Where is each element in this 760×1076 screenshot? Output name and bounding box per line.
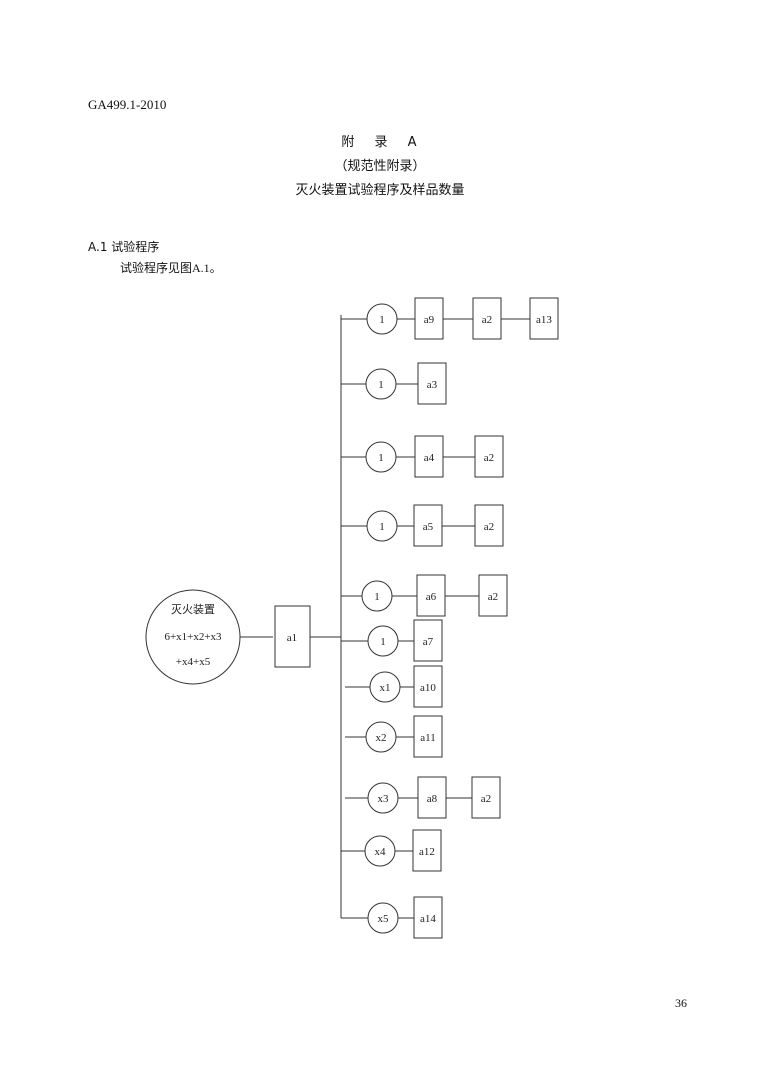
sample-count-label: x1 [380,682,391,694]
test-step-box [413,715,443,758]
test-step-label: a4 [424,452,435,464]
test-step-label: a10 [420,682,436,694]
test-step-box [474,435,504,478]
test-step-box [413,896,443,939]
test-step-label: a14 [420,913,436,925]
sample-count-label: 1 [379,521,385,533]
first-step-label: a1 [287,632,297,644]
test-step-label: a2 [484,452,494,464]
sample-count-label: 1 [380,636,386,648]
test-step-label: a3 [427,379,438,391]
appendix-type: （规范性附录） [334,159,426,174]
sample-count-label: x4 [375,846,387,858]
test-step-box [474,504,504,547]
appendix-label: 附 录 A [341,135,419,150]
test-step-label: a6 [426,591,437,603]
test-step-box [413,665,443,708]
section-heading: A.1 试验程序 [88,240,160,254]
test-step-label: a7 [423,636,434,648]
sample-count-label: 1 [374,591,380,603]
section-text: 试验程序见图A.1。 [120,261,222,275]
test-step-box [412,829,442,872]
test-step-label: a8 [427,793,438,805]
test-step-label: a9 [424,314,435,326]
standard-number: GA499.1-2010 [88,97,167,112]
source-label-3: +x4+x5 [176,656,211,668]
source-label-2: 6+x1+x2+x3 [164,631,222,643]
test-step-box [478,574,508,617]
test-step-label: a2 [482,314,492,326]
test-step-box [529,297,559,340]
sample-count-label: 1 [379,314,385,326]
test-step-box [413,619,443,662]
test-step-label: a13 [536,314,552,326]
source-label-1: 灭火装置 [171,603,215,616]
test-step-box [417,362,447,405]
test-step-label: a11 [420,732,435,744]
test-step-label: a5 [423,521,434,533]
sample-count-label: 1 [378,379,384,391]
sample-count-label: 1 [378,452,384,464]
test-step-label: a2 [481,793,491,805]
test-step-label: a2 [488,591,498,603]
test-step-box [471,776,501,819]
page-number: 36 [675,996,687,1010]
sample-count-label: x3 [378,793,390,805]
appendix-title: 灭火装置试验程序及样品数量 [295,183,465,198]
sample-count-label: x2 [376,732,387,744]
test-step-label: a12 [419,846,435,858]
sample-count-label: x5 [378,913,390,925]
test-step-label: a2 [484,521,494,533]
